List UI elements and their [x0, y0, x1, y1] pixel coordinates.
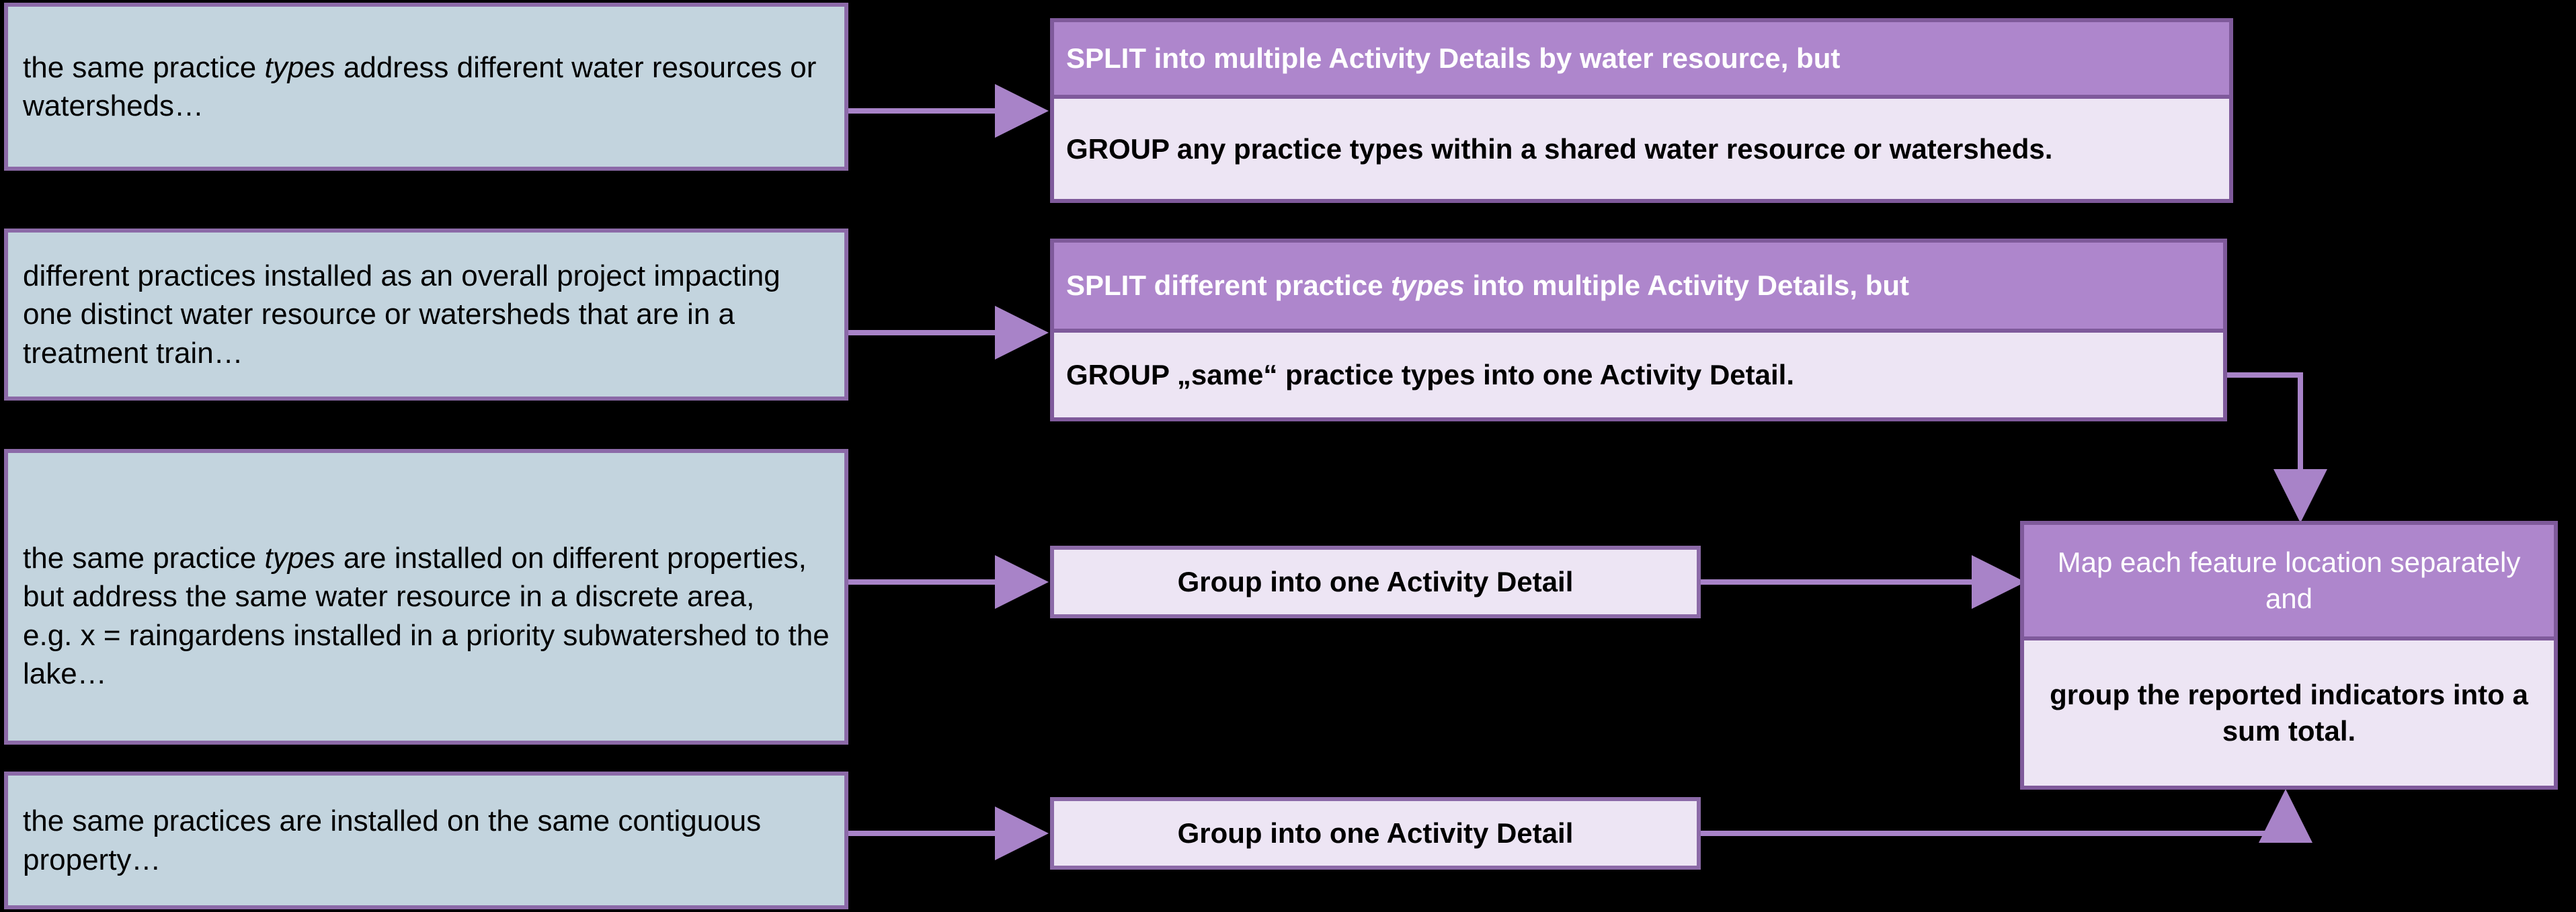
condition-text-4: the same practices are installed on the …	[23, 804, 762, 876]
condition-text-3-emphasis: types	[264, 542, 335, 575]
action-card-2-body: GROUP „same“ practice types into one Act…	[1050, 333, 2227, 421]
group-card-3[interactable]: Group into one Activity Detail	[1050, 546, 1701, 618]
result-card-header: Map each feature location separately and	[2020, 521, 2558, 640]
group-card-3-label: Group into one Activity Detail	[1177, 566, 1574, 597]
action-card-1-header: SPLIT into multiple Activity Details by …	[1050, 18, 2233, 99]
action-card-1[interactable]: SPLIT into multiple Activity Details by …	[1050, 18, 2233, 203]
condition-card-4[interactable]: the same practices are installed on the …	[4, 772, 848, 909]
condition-text-1: the same practice types address differen…	[23, 48, 830, 125]
condition-card-3[interactable]: the same practice types are installed on…	[4, 449, 848, 745]
condition-text-2: different practices installed as an over…	[23, 259, 780, 370]
action-card-2-body-text: GROUP „same“ practice types into one Act…	[1066, 359, 1794, 391]
action-card-2[interactable]: SPLIT different practice types into mult…	[1050, 239, 2227, 421]
condition-text-3: the same practice types are installed on…	[23, 501, 830, 693]
result-card-body-text: group the reported indicators into a sum…	[2050, 679, 2528, 747]
condition-card-2[interactable]: different practices installed as an over…	[4, 229, 848, 401]
condition-text-1-post: address different water resources or wat…	[23, 50, 817, 122]
action-card-2-header: SPLIT different practice types into mult…	[1050, 239, 2227, 333]
condition-text-3-post: are installed on different properties, b…	[23, 542, 830, 690]
action-card-2-header-pre: SPLIT different practice	[1066, 270, 1392, 302]
group-card-4-label: Group into one Activity Detail	[1177, 817, 1574, 849]
action-card-2-header-emphasis: types	[1391, 270, 1465, 302]
action-card-2-header-post: into multiple Activity Details, but	[1464, 270, 1909, 302]
result-card-header-text: Map each feature location separately and	[2057, 546, 2521, 614]
result-card-body: group the reported indicators into a sum…	[2020, 640, 2558, 790]
action-card-2-header-text: SPLIT different practice types into mult…	[1066, 267, 1909, 304]
action-card-1-header-text: SPLIT into multiple Activity Details by …	[1066, 42, 1841, 75]
action-card-1-body-text: GROUP any practice types within a shared…	[1066, 132, 2053, 165]
result-card[interactable]: Map each feature location separately and…	[2020, 521, 2558, 790]
condition-text-1-emphasis: types	[264, 50, 335, 84]
condition-text-3-pre: the same practice	[23, 542, 265, 575]
condition-card-1[interactable]: the same practice types address differen…	[4, 3, 848, 171]
group-card-4[interactable]: Group into one Activity Detail	[1050, 797, 1701, 870]
action-card-1-body: GROUP any practice types within a shared…	[1050, 99, 2233, 203]
condition-text-1-pre: the same practice	[23, 50, 265, 84]
